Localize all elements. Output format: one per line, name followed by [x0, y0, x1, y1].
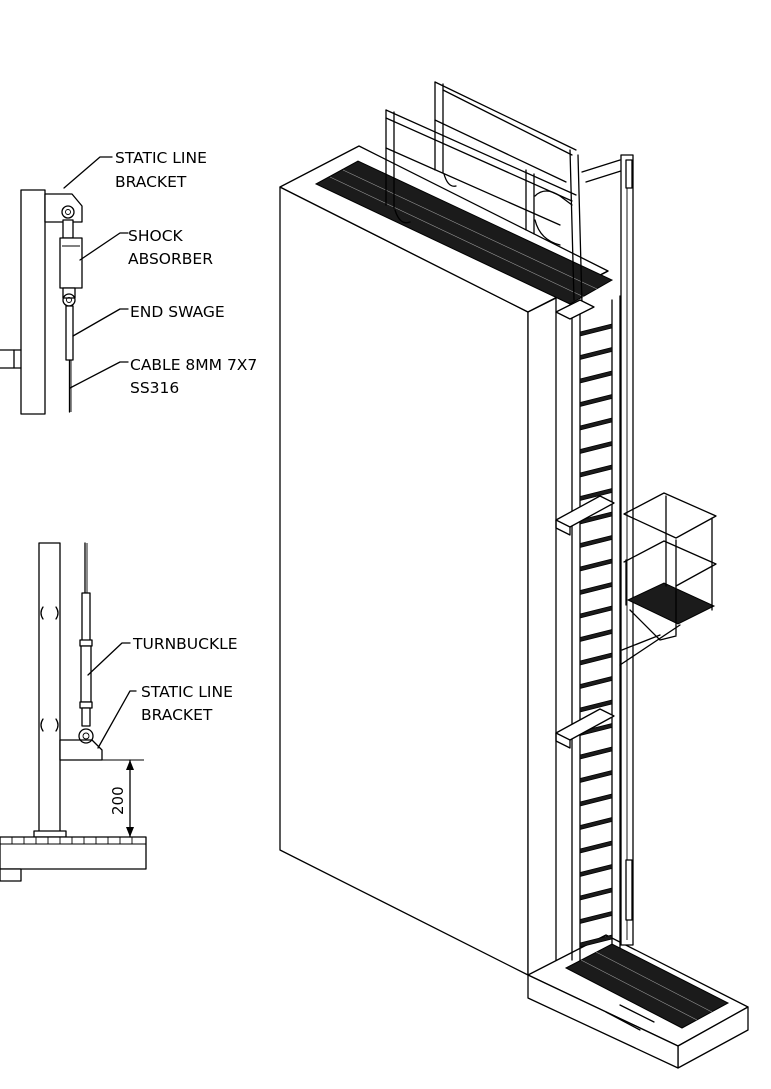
- cable-label-line1: CABLE 8MM 7X7: [130, 356, 257, 374]
- ladder-rung: [579, 346, 613, 361]
- ladder-rung: [579, 652, 613, 666]
- ladder-rung: [579, 934, 613, 948]
- top-handrails: [385, 81, 625, 305]
- wall-front-face: [279, 186, 529, 976]
- end-swage: [65, 305, 74, 361]
- ladder-rung: [579, 746, 613, 760]
- bottom-static-line-bracket: [59, 739, 103, 761]
- cable-label-line2: SS316: [130, 379, 179, 397]
- turnbuckle-label: TURNBUCKLE: [132, 635, 238, 653]
- ladder-rung: [579, 558, 613, 572]
- dimension-200: [102, 759, 144, 838]
- top-bracket-label-line1: STATIC LINE: [115, 149, 207, 167]
- bottom-bracket-label-line1: STATIC LINE: [141, 683, 233, 701]
- rest-platform-grating: [626, 582, 716, 625]
- ladder-rung: [579, 323, 613, 337]
- bottom-bracket-label-line2: BRACKET: [141, 706, 213, 724]
- ladder-rung: [579, 370, 613, 384]
- static-line-post: [620, 154, 634, 946]
- top-detail-post: [20, 189, 46, 415]
- shock-absorber: [59, 237, 83, 289]
- ladder-rung: [579, 464, 613, 478]
- ladder-rung: [579, 487, 613, 502]
- ladder-rung: [579, 440, 613, 455]
- ladder-rung: [579, 628, 613, 643]
- ladder-rung: [579, 581, 613, 596]
- ladder-rung: [579, 393, 613, 408]
- ladder-rung: [579, 769, 613, 784]
- top-platform-grating: [314, 160, 614, 305]
- top-callouts: [63, 156, 129, 389]
- ladder-rung: [579, 699, 613, 713]
- ladder-rung: [579, 605, 613, 619]
- ladder: [571, 295, 621, 963]
- ladder-rung: [579, 511, 613, 525]
- ladder-rung: [579, 417, 613, 431]
- ladder-rung: [579, 910, 613, 925]
- ladder-rung: [579, 863, 613, 878]
- end-swage-label: END SWAGE: [130, 303, 225, 321]
- rest-platform: [619, 492, 717, 666]
- bottom-detail: [0, 542, 147, 882]
- top-bracket-label-line2: BRACKET: [115, 173, 187, 191]
- isometric-view: [279, 81, 749, 1069]
- ladder-rung: [579, 793, 613, 807]
- ladder-rung: [579, 840, 613, 854]
- ladder-wall-brackets: [555, 299, 615, 749]
- bottom-detail-post: [38, 542, 61, 837]
- ladder-rungs: [579, 323, 613, 948]
- bottom-platform-grating: [564, 943, 730, 1029]
- ladder-rung: [579, 816, 613, 831]
- shock-absorber-label-line1: SHOCK: [128, 227, 184, 245]
- ladder-rung: [579, 675, 613, 690]
- bottom-callouts: [87, 642, 137, 749]
- grating-section: [0, 836, 147, 870]
- dimension-value: 200: [109, 786, 127, 815]
- ladder-rung: [579, 534, 613, 549]
- top-detail: [0, 189, 83, 415]
- ladder-rung: [579, 887, 613, 901]
- shock-absorber-label-line2: ABSORBER: [128, 250, 213, 268]
